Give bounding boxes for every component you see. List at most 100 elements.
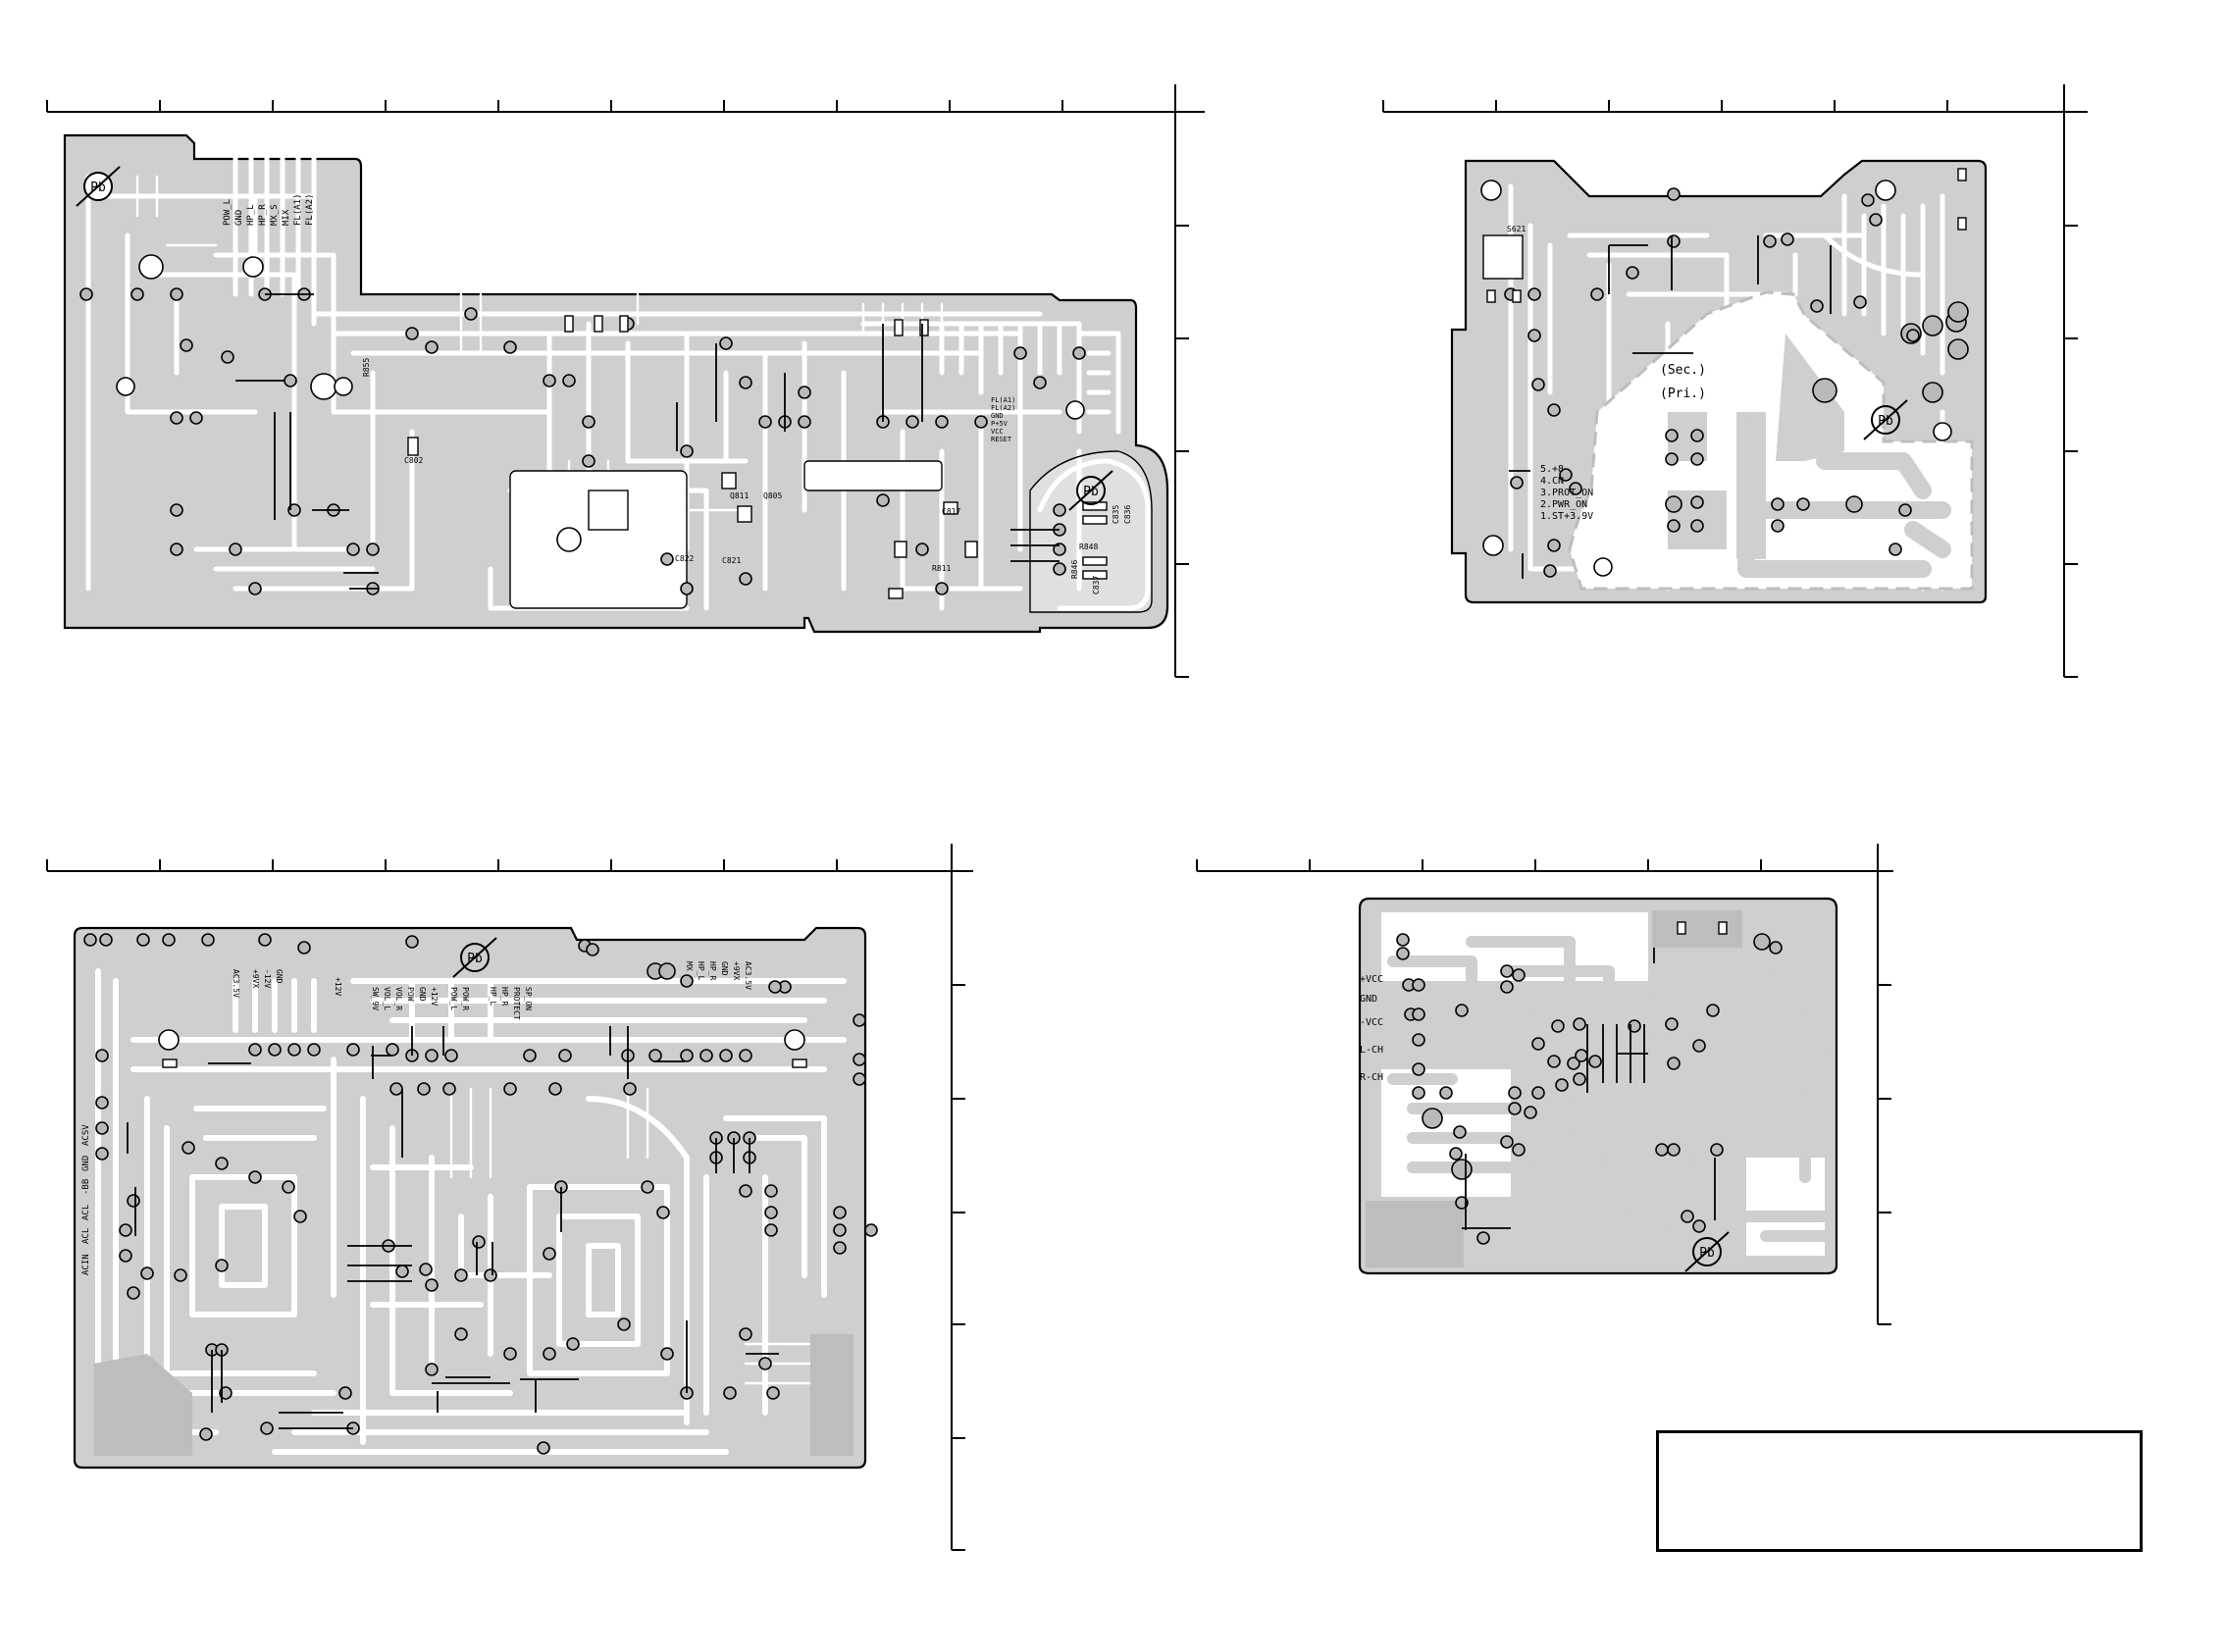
ruler-top-left bbox=[46, 84, 1205, 678]
svg-text:+9VX: +9VX bbox=[251, 969, 260, 988]
svg-text:Pb: Pb bbox=[1878, 414, 1893, 429]
svg-text:GND: GND bbox=[275, 969, 284, 984]
svg-text:4.CN: 4.CN bbox=[1540, 476, 1564, 487]
front-board-connector-labels: FL(A2) FL(A1) MIX MX_S HP_R HP_L GND POW… bbox=[223, 193, 315, 226]
svg-text:R855: R855 bbox=[362, 358, 371, 377]
svg-text:R846: R846 bbox=[1070, 560, 1079, 579]
svg-text:ACSV: ACSV bbox=[81, 1124, 91, 1146]
svg-text:MX_S: MX_S bbox=[270, 204, 280, 226]
front-board-pb-mark-2: Pb bbox=[1068, 470, 1113, 511]
svg-text:RESET: RESET bbox=[991, 436, 1012, 443]
front-board-side-pin-labels: FL(A1) FL(A2) GND P+5V VCC RESET bbox=[991, 396, 1015, 443]
svg-text:HP_R: HP_R bbox=[258, 204, 268, 226]
svg-text:GND: GND bbox=[991, 412, 1004, 420]
svg-text:+VCC: +VCC bbox=[1360, 974, 1383, 985]
svg-text:C821: C821 bbox=[722, 556, 741, 565]
svg-text:+12V: +12V bbox=[430, 987, 439, 1006]
svg-text:+9VX: +9VX bbox=[732, 961, 741, 980]
svg-text:AC3.5V: AC3.5V bbox=[232, 969, 240, 998]
svg-text:Q805: Q805 bbox=[763, 491, 782, 500]
svg-text:SP_ON: SP_ON bbox=[524, 987, 533, 1010]
amp-board: +VCC GND -VCC L-CH R-CH Pb bbox=[1358, 897, 1838, 1275]
svg-text:SW_9V: SW_9V bbox=[371, 987, 380, 1010]
power-board-jumpers bbox=[1509, 235, 1832, 579]
svg-text:MIX: MIX bbox=[282, 209, 291, 226]
front-board-jumpers bbox=[235, 293, 1060, 590]
svg-text:POW: POW bbox=[406, 987, 415, 1002]
svg-text:AC3.5V: AC3.5V bbox=[744, 961, 752, 990]
svg-text:3.PROT_ON: 3.PROT_ON bbox=[1540, 488, 1593, 498]
svg-text:Pb: Pb bbox=[1083, 485, 1099, 499]
svg-text:C817: C817 bbox=[942, 507, 960, 516]
svg-text:FL(A2): FL(A2) bbox=[991, 404, 1015, 412]
main-board-pb-mark: Pb bbox=[452, 937, 497, 978]
svg-text:POW_L: POW_L bbox=[223, 199, 233, 226]
front-board-components bbox=[407, 315, 1108, 599]
main-board-jumpers bbox=[127, 1026, 779, 1429]
svg-text:HP_R: HP_R bbox=[708, 961, 717, 980]
svg-text:FL(A1): FL(A1) bbox=[293, 193, 303, 226]
svg-text:FL(A1): FL(A1) bbox=[991, 396, 1015, 404]
ruler-top-right bbox=[1382, 84, 2088, 678]
svg-text:5.+8: 5.+8 bbox=[1540, 464, 1564, 475]
power-board-pin-labels: 5.+8 4.CN 3.PROT_ON 2.PWR_ON 1.ST+3.9V bbox=[1540, 464, 1593, 522]
front-board-pb-mark: Pb bbox=[76, 166, 121, 207]
svg-text:R-CH: R-CH bbox=[1360, 1072, 1383, 1083]
main-board-pads bbox=[83, 933, 878, 1455]
svg-text:GND: GND bbox=[418, 987, 427, 1002]
amp-board-jumpers bbox=[1462, 948, 1716, 1230]
svg-text:C802: C802 bbox=[404, 456, 423, 465]
svg-text:ACL: ACL bbox=[81, 1228, 91, 1244]
svg-text:Q811: Q811 bbox=[730, 491, 749, 500]
notice-box bbox=[1656, 1430, 2143, 1552]
svg-text:R848: R848 bbox=[1079, 542, 1098, 551]
svg-text:Pb: Pb bbox=[90, 181, 106, 195]
svg-text:C835: C835 bbox=[1112, 505, 1120, 524]
amp-board-pads bbox=[1396, 933, 1783, 1245]
svg-text:HP_L: HP_L bbox=[697, 961, 705, 980]
svg-text:HP_L: HP_L bbox=[246, 204, 256, 226]
svg-text:P+5V: P+5V bbox=[991, 420, 1009, 428]
svg-text:2.PWR_ON: 2.PWR_ON bbox=[1540, 499, 1587, 510]
svg-text:VOL_R: VOL_R bbox=[394, 987, 403, 1010]
svg-text:POW_L: POW_L bbox=[449, 987, 458, 1010]
ruler-bottom-right bbox=[1196, 844, 1893, 1325]
svg-text:GND: GND bbox=[1360, 994, 1377, 1005]
main-board: Pb ACIN ACL ACL -BB GND ACSV AC3.5V +9VX… bbox=[73, 926, 878, 1470]
power-board-sec-label: (Sec.) bbox=[1660, 363, 1706, 378]
svg-text:GND: GND bbox=[720, 961, 729, 976]
main-board-left-pin-labels: ACIN ACL ACL -BB GND ACSV bbox=[81, 1124, 91, 1275]
amp-board-pin-labels: +VCC GND -VCC L-CH R-CH bbox=[1360, 974, 1383, 1083]
svg-text:VCC: VCC bbox=[991, 428, 1004, 436]
svg-text:VOL_L: VOL_L bbox=[383, 987, 391, 1010]
svg-text:ACIN: ACIN bbox=[81, 1254, 91, 1275]
svg-text:POW_R: POW_R bbox=[461, 987, 470, 1010]
front-board-ref-labels: C802 Q811 Q805 C822 C821 R811 C817 R848 … bbox=[362, 358, 1132, 594]
power-board-ic bbox=[1482, 234, 1524, 280]
svg-text:C836: C836 bbox=[1123, 505, 1132, 524]
svg-text:R811: R811 bbox=[932, 564, 951, 573]
svg-text:-12V: -12V bbox=[263, 969, 272, 988]
front-board: Pb Pb FL(A2) FL(A1) MIX MX_S HP_R HP_L G… bbox=[63, 133, 1169, 634]
main-board-top-pin-labels: AC3.5V +9VX -12V GND +12V SW_9V VOL_L VO… bbox=[232, 961, 752, 1020]
svg-text:L-CH: L-CH bbox=[1360, 1045, 1383, 1056]
power-board: S621 (Sec.) (Pri.) 5.+8 4.CN 3.PROT_ON 2… bbox=[1450, 159, 1988, 604]
svg-text:+12V: +12V bbox=[334, 977, 342, 996]
svg-text:FL(A2): FL(A2) bbox=[305, 193, 315, 226]
power-board-ic-label: S621 bbox=[1507, 225, 1526, 233]
svg-text:1.ST+3.9V: 1.ST+3.9V bbox=[1540, 511, 1593, 522]
svg-text:-BB: -BB bbox=[81, 1179, 91, 1195]
amp-board-pb-mark: Pb bbox=[1684, 1231, 1730, 1272]
svg-text:C822: C822 bbox=[675, 554, 694, 563]
svg-text:HP_R: HP_R bbox=[500, 987, 509, 1006]
svg-text:Pb: Pb bbox=[467, 952, 483, 966]
svg-text:Pb: Pb bbox=[1699, 1246, 1715, 1261]
ruler-bottom-left bbox=[46, 844, 973, 1551]
power-board-pb-mark: Pb bbox=[1863, 399, 1908, 440]
front-board-pads bbox=[79, 172, 1086, 595]
svg-text:GND: GND bbox=[81, 1156, 91, 1171]
svg-text:ACL: ACL bbox=[81, 1205, 91, 1220]
power-board-pads bbox=[1480, 180, 1969, 578]
svg-text:HP_L: HP_L bbox=[489, 987, 497, 1006]
